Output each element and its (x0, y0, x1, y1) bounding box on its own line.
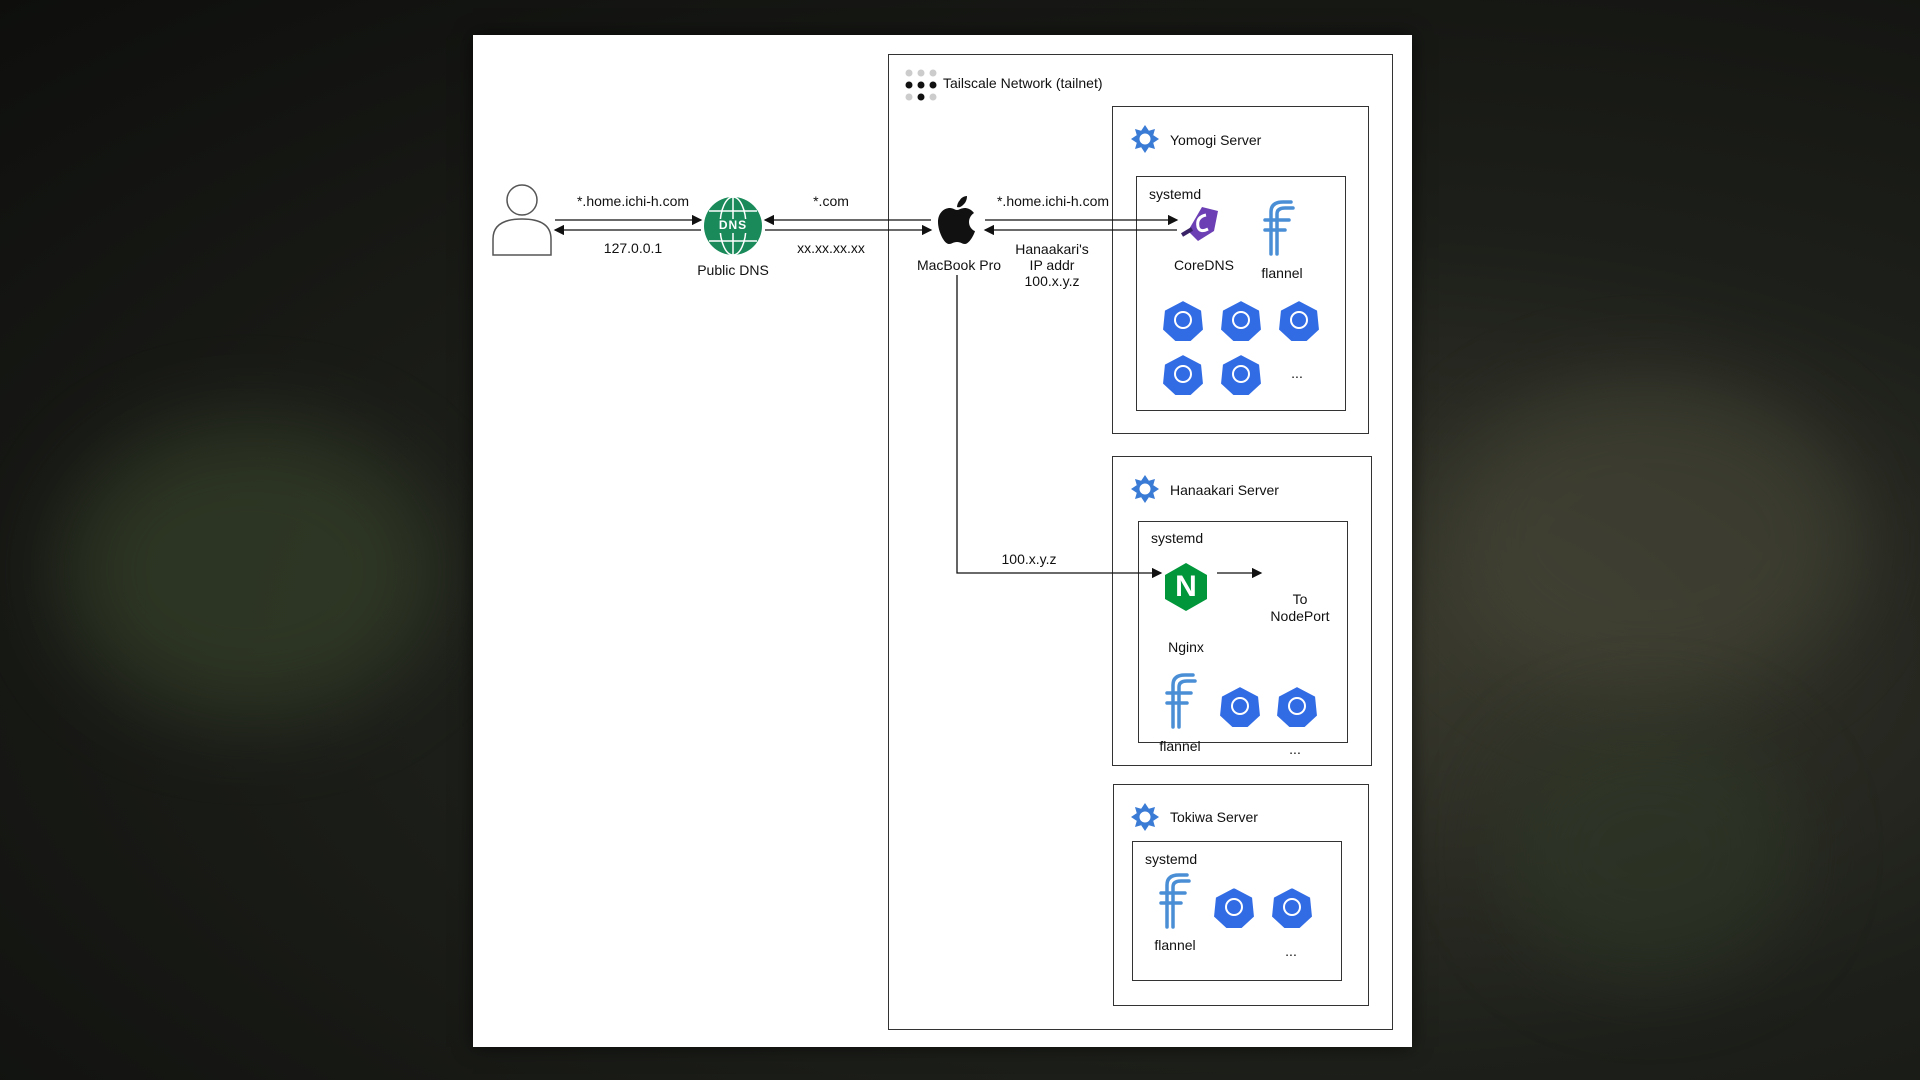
k8s-pod-icon (1276, 298, 1322, 344)
tailnet-boundary (888, 54, 1393, 1030)
to-nodeport-label-1: To (1292, 591, 1308, 607)
hanaakari-server-title: Hanaakari Server (1170, 482, 1279, 498)
edge-label-mac-nginx: 100.x.y.z (1001, 551, 1057, 567)
yomogi-server-title: Yomogi Server (1170, 132, 1262, 148)
edge-label-mac-coredns-top: *.home.ichi-h.com (996, 193, 1110, 209)
edge-label-mac-coredns-bottom-1: Hanaakari's (1015, 241, 1089, 257)
hanaakari-ellipsis: ... (1289, 741, 1301, 757)
k8s-pod-icon (1274, 684, 1320, 730)
edge-label-dns-mac-bottom: xx.xx.xx.xx (797, 240, 865, 256)
background-blur (1440, 380, 1860, 700)
tokiwa-server-box (1113, 784, 1369, 1006)
tokiwa-ellipsis: ... (1285, 943, 1297, 959)
dns-badge: DNS (718, 218, 748, 232)
k8s-pod-icon (1211, 885, 1257, 931)
flannel-icon (1163, 671, 1199, 729)
hanaakari-systemd-box (1138, 521, 1348, 743)
k8s-pod-icon (1160, 352, 1206, 398)
yomogi-systemd-box (1136, 176, 1346, 411)
edge-label-mac-coredns-bottom-3: 100.x.y.z (1024, 273, 1080, 289)
yomogi-flannel-label: flannel (1261, 265, 1303, 281)
coredns-icon (1178, 201, 1226, 245)
hanaakari-flannel-label: flannel (1159, 738, 1201, 754)
background-blur (60, 420, 440, 720)
edge-label-mac-coredns-bottom-2: IP addr (1029, 257, 1075, 273)
k8s-pod-icon (1218, 298, 1264, 344)
background-blur (1500, 720, 1800, 980)
edge-label-user-dns-top: *.home.ichi-h.com (576, 193, 690, 209)
to-nodeport-label-2: NodePort (1270, 608, 1330, 624)
gear-icon (1125, 469, 1165, 509)
coredns-label: CoreDNS (1174, 257, 1234, 273)
nginx-letter: N (1175, 570, 1197, 603)
tokiwa-systemd-box (1132, 841, 1342, 981)
k8s-pod-icon (1160, 298, 1206, 344)
apple-icon (935, 193, 983, 249)
yomogi-systemd-label: systemd (1149, 186, 1202, 202)
hanaakari-systemd-label: systemd (1151, 530, 1204, 546)
gear-icon (1125, 797, 1165, 837)
edge-label-user-dns-bottom: 127.0.0.1 (603, 240, 663, 256)
flannel-icon (1157, 871, 1193, 929)
tokiwa-server-title: Tokiwa Server (1170, 809, 1258, 825)
tailscale-icon (904, 68, 938, 102)
gear-icon (1125, 119, 1165, 159)
tokiwa-systemd-label: systemd (1145, 851, 1198, 867)
flannel-icon (1261, 198, 1297, 256)
k8s-pod-icon (1217, 684, 1263, 730)
public-dns-label: Public DNS (697, 262, 769, 278)
k8s-pod-icon (1269, 885, 1315, 931)
macbook-label: MacBook Pro (916, 257, 1002, 273)
k8s-pod-icon (1218, 352, 1264, 398)
tailnet-title: Tailscale Network (tailnet) (943, 75, 1103, 91)
connector-layer (553, 214, 1263, 579)
tokiwa-flannel-label: flannel (1154, 937, 1196, 953)
hanaakari-server-box (1112, 456, 1372, 766)
yomogi-ellipsis: ... (1291, 365, 1303, 381)
nginx-label: Nginx (1168, 639, 1204, 655)
yomogi-server-box (1112, 106, 1369, 434)
edge-mac-to-nginx (956, 275, 1163, 579)
dns-globe-icon: DNS (703, 196, 763, 256)
user-icon (491, 183, 553, 257)
edge-label-dns-mac-top: *.com (813, 193, 849, 209)
diagram-card: Tailscale Network (tailnet) DNS Public D… (473, 35, 1412, 1047)
nginx-icon: N (1163, 562, 1209, 612)
